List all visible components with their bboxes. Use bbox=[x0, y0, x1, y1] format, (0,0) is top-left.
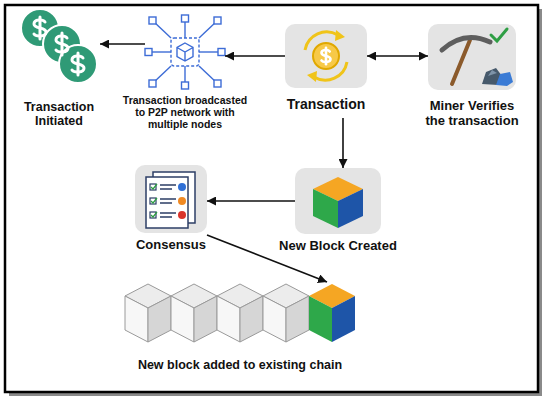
flow-arrow bbox=[207, 235, 327, 282]
transaction-icon bbox=[285, 24, 367, 88]
network-icon bbox=[182, 82, 189, 89]
network-icon bbox=[214, 17, 221, 24]
node-label: Transaction bbox=[276, 96, 376, 112]
chain-icon bbox=[332, 296, 355, 342]
node-label: Transaction broadcasted to P2P network w… bbox=[121, 94, 249, 130]
chain-icon bbox=[194, 296, 217, 342]
block-icon bbox=[295, 168, 381, 234]
miner-icon bbox=[496, 72, 513, 86]
node-label: Transaction Initiated bbox=[18, 100, 100, 128]
network-icon bbox=[149, 17, 156, 24]
transaction-icon bbox=[322, 48, 331, 65]
text-block: Transaction broadcasted to P2P network w… bbox=[121, 94, 249, 130]
chain-icon bbox=[263, 296, 286, 342]
transaction-icon bbox=[313, 43, 339, 69]
block-icon bbox=[295, 168, 381, 234]
miner-icon bbox=[452, 40, 470, 84]
network-icon bbox=[152, 51, 171, 52]
chain-node: New block added to existing chain bbox=[122, 282, 358, 378]
network-node: Transaction broadcasted to P2P network w… bbox=[145, 14, 225, 130]
text-block: Consensus bbox=[116, 237, 226, 252]
network-icon bbox=[145, 49, 152, 56]
miner-icon bbox=[491, 29, 507, 41]
network-icon bbox=[199, 51, 218, 52]
network-icon bbox=[177, 43, 193, 61]
coins-icon bbox=[72, 53, 84, 75]
chain-icon bbox=[125, 284, 355, 342]
block-icon bbox=[338, 189, 363, 228]
node-label: Miner Verifies the transaction bbox=[420, 98, 524, 128]
text-block: New Block Created bbox=[270, 238, 406, 253]
consensus-icon bbox=[135, 165, 207, 233]
consensus-icon bbox=[178, 211, 186, 219]
flow-arrow bbox=[367, 55, 428, 57]
process-box: New Block Created bbox=[295, 168, 381, 256]
miner-icon bbox=[428, 24, 516, 90]
consensus-icon bbox=[178, 197, 186, 205]
node-label: Consensus bbox=[116, 237, 226, 252]
transaction-icon bbox=[307, 71, 317, 82]
coins-icon bbox=[21, 9, 97, 83]
coins-icon bbox=[39, 17, 42, 39]
network-icon bbox=[214, 80, 221, 87]
chain-icon bbox=[309, 284, 355, 342]
network-icon bbox=[184, 66, 185, 83]
chain-icon bbox=[286, 296, 309, 342]
text-block: Transaction bbox=[276, 96, 376, 112]
coins-icon bbox=[34, 17, 46, 39]
text-block: Transaction Initiated bbox=[18, 100, 100, 128]
flow-arrow bbox=[100, 43, 145, 45]
flow-arrow bbox=[207, 200, 295, 202]
network-icon bbox=[184, 21, 185, 38]
miner-icon bbox=[442, 38, 490, 51]
block-icon bbox=[313, 189, 338, 228]
consensus-icon bbox=[135, 165, 207, 233]
process-box: Consensus bbox=[135, 165, 207, 257]
text-block: New block added to existing chain bbox=[110, 358, 370, 373]
chain-icon bbox=[217, 284, 263, 342]
coins-icon bbox=[61, 33, 64, 55]
chain-icon bbox=[240, 296, 263, 342]
process-box: Transaction bbox=[285, 24, 367, 118]
consensus-icon bbox=[146, 177, 188, 228]
node-label: New Block Created bbox=[270, 238, 406, 253]
chain-icon bbox=[148, 296, 171, 342]
network-icon bbox=[171, 38, 199, 66]
chain-icon bbox=[171, 296, 194, 342]
chain-icon bbox=[125, 296, 148, 342]
chain-icon bbox=[125, 284, 171, 342]
process-box: Miner Verifies the transaction bbox=[428, 24, 516, 136]
transaction-icon bbox=[335, 30, 345, 41]
miner-icon bbox=[428, 24, 516, 90]
coins-icon bbox=[56, 33, 68, 55]
consensus-icon bbox=[151, 184, 157, 217]
network-icon bbox=[218, 49, 225, 56]
chain-icon bbox=[263, 284, 309, 342]
frame bbox=[5, 5, 542, 396]
flow-arrow bbox=[225, 55, 285, 57]
node-label: New block added to existing chain bbox=[110, 358, 370, 373]
miner-icon bbox=[488, 70, 497, 76]
consensus-icon bbox=[160, 185, 176, 217]
text-block: Miner Verifies the transaction bbox=[420, 98, 524, 128]
network-icon bbox=[149, 80, 156, 87]
frame bbox=[5, 5, 538, 392]
chain-icon bbox=[171, 284, 217, 342]
chain-icon bbox=[217, 296, 240, 342]
network-icon bbox=[182, 15, 189, 22]
chain-icon bbox=[309, 296, 332, 342]
flow-arrow bbox=[342, 118, 344, 168]
transaction-icon bbox=[325, 48, 328, 65]
start-node: Transaction Initiated bbox=[18, 8, 100, 136]
network-icon bbox=[145, 15, 225, 89]
transaction-icon bbox=[285, 24, 367, 88]
coins-icon bbox=[77, 53, 80, 75]
consensus-icon bbox=[178, 183, 186, 191]
